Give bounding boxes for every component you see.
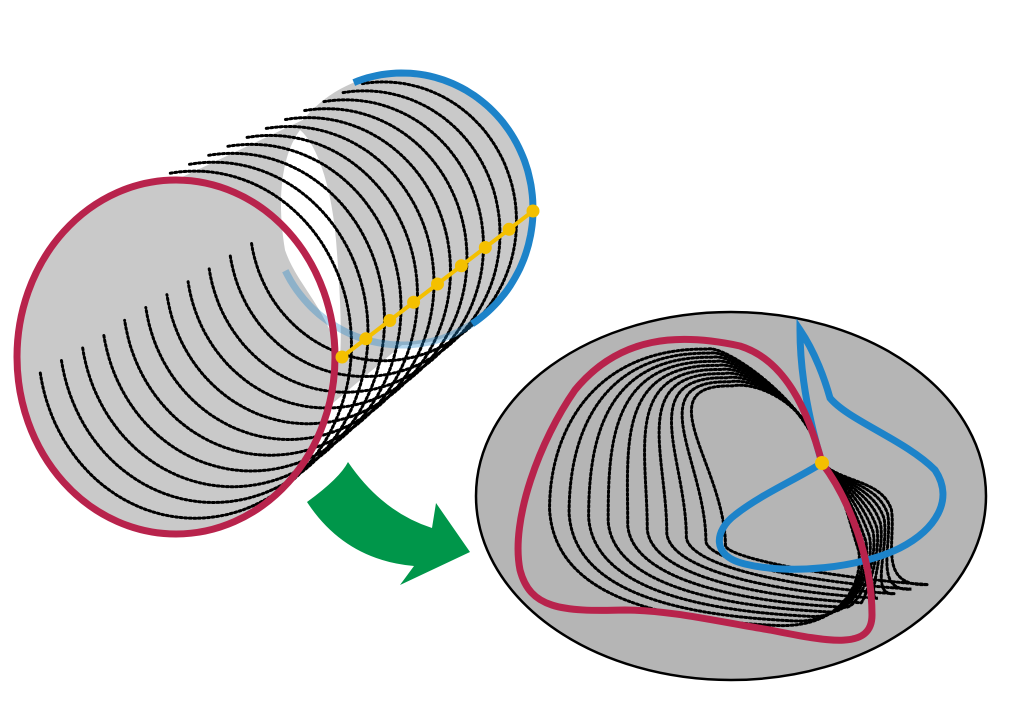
cylinder-loop bbox=[102, 142, 403, 473]
disk-loop bbox=[548, 347, 861, 627]
start-curve bbox=[13, 176, 339, 538]
disk-loop bbox=[670, 375, 895, 596]
disk-loop bbox=[689, 383, 929, 587]
curved-arrow-icon bbox=[307, 462, 470, 585]
cylinder-surface bbox=[13, 69, 540, 538]
disk-loop bbox=[657, 371, 883, 600]
end-curve bbox=[352, 69, 537, 327]
cylinder-loop bbox=[38, 169, 354, 520]
start-curve-on-disk bbox=[514, 335, 876, 644]
disk-loop bbox=[625, 363, 876, 609]
cylinder-intermediate-loops bbox=[38, 80, 519, 520]
disk-loop bbox=[587, 355, 869, 618]
track-point bbox=[407, 295, 421, 309]
track-point bbox=[431, 277, 444, 291]
disk-surface bbox=[474, 310, 988, 682]
cylinder-loop bbox=[228, 89, 502, 379]
disk-loop bbox=[643, 367, 880, 605]
track-point bbox=[454, 259, 468, 273]
cylinder-loop bbox=[207, 98, 486, 394]
track-point bbox=[383, 314, 397, 327]
cylinder-loop bbox=[59, 160, 370, 505]
cylinder-loop bbox=[123, 133, 420, 457]
track-point bbox=[502, 222, 516, 236]
track-point bbox=[526, 204, 540, 218]
track-point bbox=[359, 332, 373, 346]
cylinder-loop bbox=[144, 124, 436, 442]
disk-loop bbox=[606, 359, 872, 614]
end-curve-on-disk bbox=[715, 318, 947, 573]
track-point bbox=[335, 350, 349, 364]
cylinder-near-end-fill bbox=[17, 180, 335, 534]
disk-basepoint bbox=[815, 456, 829, 470]
cylinder-loop bbox=[80, 151, 387, 489]
track-point bbox=[478, 241, 492, 254]
cylinder-loop bbox=[250, 80, 519, 363]
basepoint-track bbox=[335, 204, 540, 364]
